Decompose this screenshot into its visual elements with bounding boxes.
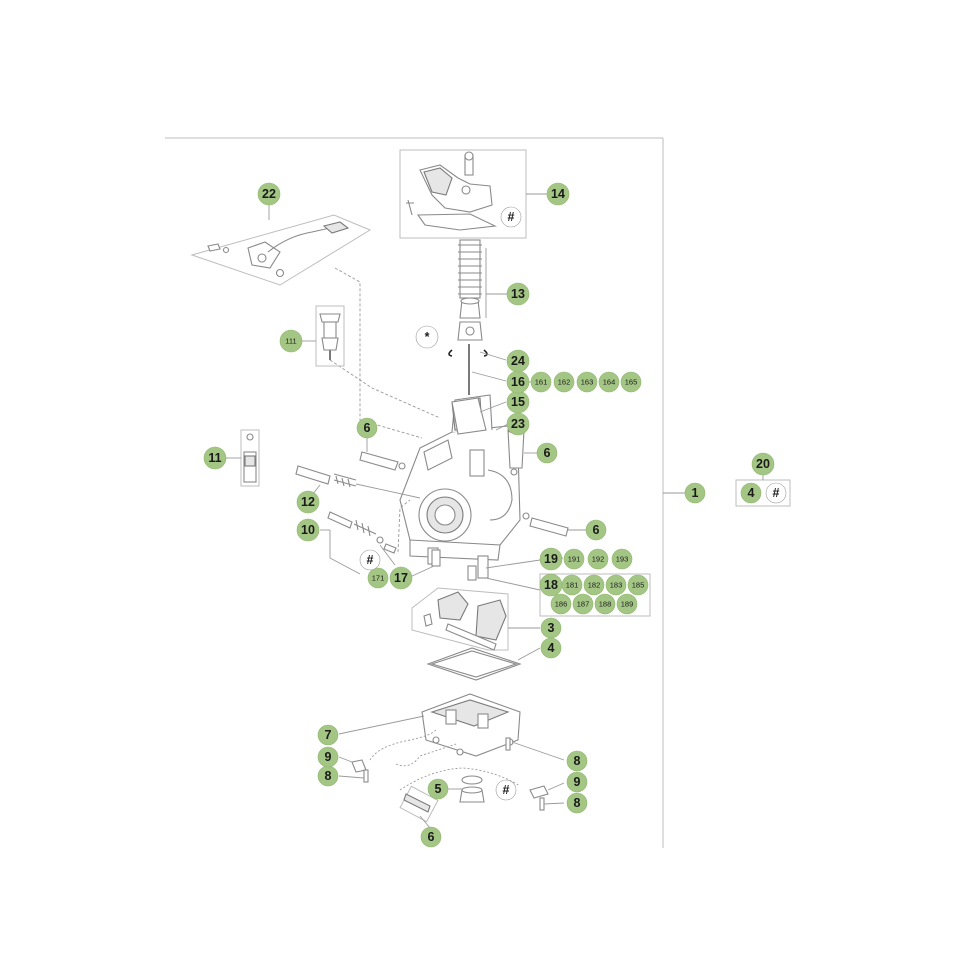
callout-17[interactable]: 17 bbox=[389, 566, 413, 590]
callout-15[interactable]: 15 bbox=[506, 390, 530, 414]
callout-181[interactable]: 181 bbox=[561, 574, 583, 596]
needle-clip bbox=[448, 349, 507, 361]
assembly-frame bbox=[165, 137, 685, 848]
callout-18[interactable]: 18 bbox=[539, 573, 563, 597]
idle-adjuster bbox=[302, 305, 345, 367]
callout-8-left[interactable]: 8 bbox=[317, 765, 339, 787]
callout-186[interactable]: 186 bbox=[550, 593, 572, 615]
callout-164[interactable]: 164 bbox=[598, 371, 620, 393]
jet-needle bbox=[468, 344, 507, 395]
pin-top-left bbox=[359, 437, 406, 471]
callout-189[interactable]: 189 bbox=[616, 593, 638, 615]
assembly-lead-lines bbox=[329, 267, 441, 439]
hash-marker-20[interactable]: # bbox=[765, 482, 787, 504]
callout-182[interactable]: 182 bbox=[583, 574, 605, 596]
callout-11[interactable]: 11 bbox=[203, 446, 227, 470]
star-marker-24[interactable]: * bbox=[415, 325, 439, 349]
callout-6-top-left[interactable]: 6 bbox=[356, 417, 378, 439]
callout-6-lower-right[interactable]: 6 bbox=[585, 519, 607, 541]
callout-1[interactable]: 1 bbox=[684, 482, 706, 504]
callout-183[interactable]: 183 bbox=[605, 574, 627, 596]
callout-163[interactable]: 163 bbox=[576, 371, 598, 393]
callout-3[interactable]: 3 bbox=[540, 617, 562, 639]
callout-13[interactable]: 13 bbox=[506, 282, 530, 306]
callout-6-bottom[interactable]: 6 bbox=[420, 826, 442, 848]
callout-20[interactable]: 20 bbox=[751, 452, 775, 476]
callout-192[interactable]: 192 bbox=[587, 548, 609, 570]
callout-188[interactable]: 188 bbox=[594, 593, 616, 615]
throttle-slide-plate bbox=[451, 397, 509, 435]
callout-161[interactable]: 161 bbox=[530, 371, 552, 393]
callout-187[interactable]: 187 bbox=[572, 593, 594, 615]
callout-5[interactable]: 5 bbox=[427, 778, 449, 800]
callout-8-right-lower[interactable]: 8 bbox=[566, 792, 588, 814]
throttle-lever-assembly bbox=[399, 149, 547, 239]
float-assembly bbox=[411, 587, 540, 651]
hash-marker-5[interactable]: # bbox=[495, 779, 517, 801]
callout-193[interactable]: 193 bbox=[611, 548, 633, 570]
callout-162[interactable]: 162 bbox=[553, 371, 575, 393]
callout-9-left[interactable]: 9 bbox=[317, 746, 339, 768]
callout-22[interactable]: 22 bbox=[257, 182, 281, 206]
callout-14[interactable]: 14 bbox=[546, 182, 570, 206]
callout-185[interactable]: 185 bbox=[627, 574, 649, 596]
throttle-cable-bracket bbox=[190, 203, 372, 286]
callout-19[interactable]: 19 bbox=[539, 547, 563, 571]
callout-191[interactable]: 191 bbox=[563, 548, 585, 570]
callout-9-right[interactable]: 9 bbox=[566, 771, 588, 793]
callout-16[interactable]: 16 bbox=[506, 370, 530, 394]
callout-4-gasket[interactable]: 4 bbox=[540, 637, 562, 659]
callout-6-right[interactable]: 6 bbox=[536, 442, 558, 464]
idle-screw bbox=[295, 465, 421, 501]
callout-24[interactable]: 24 bbox=[506, 349, 530, 373]
callout-23[interactable]: 23 bbox=[506, 412, 530, 436]
callout-165[interactable]: 165 bbox=[620, 371, 642, 393]
callout-4-kit[interactable]: 4 bbox=[740, 482, 762, 504]
jet-lead-lines bbox=[485, 559, 651, 617]
hash-marker-10[interactable]: # bbox=[359, 549, 381, 571]
callout-171[interactable]: 171 bbox=[367, 567, 389, 589]
callout-111[interactable]: 111 bbox=[279, 329, 303, 353]
hash-marker-14[interactable]: # bbox=[500, 206, 522, 228]
pin-lower-right bbox=[522, 512, 586, 537]
float-bowl bbox=[338, 693, 565, 761]
float-bowl-gasket bbox=[426, 647, 541, 681]
mixture-screw bbox=[320, 499, 411, 575]
pilot-jet bbox=[409, 549, 441, 578]
bowl-screws-and-clips bbox=[338, 737, 565, 811]
callout-7[interactable]: 7 bbox=[317, 724, 339, 746]
overflow-tubes bbox=[369, 729, 521, 829]
callout-10[interactable]: 10 bbox=[296, 518, 320, 542]
needle-spring bbox=[457, 239, 507, 341]
main-jet-left bbox=[226, 429, 260, 487]
callout-8-right-upper[interactable]: 8 bbox=[566, 750, 588, 772]
drain-plug bbox=[448, 775, 485, 803]
callout-12[interactable]: 12 bbox=[296, 490, 320, 514]
